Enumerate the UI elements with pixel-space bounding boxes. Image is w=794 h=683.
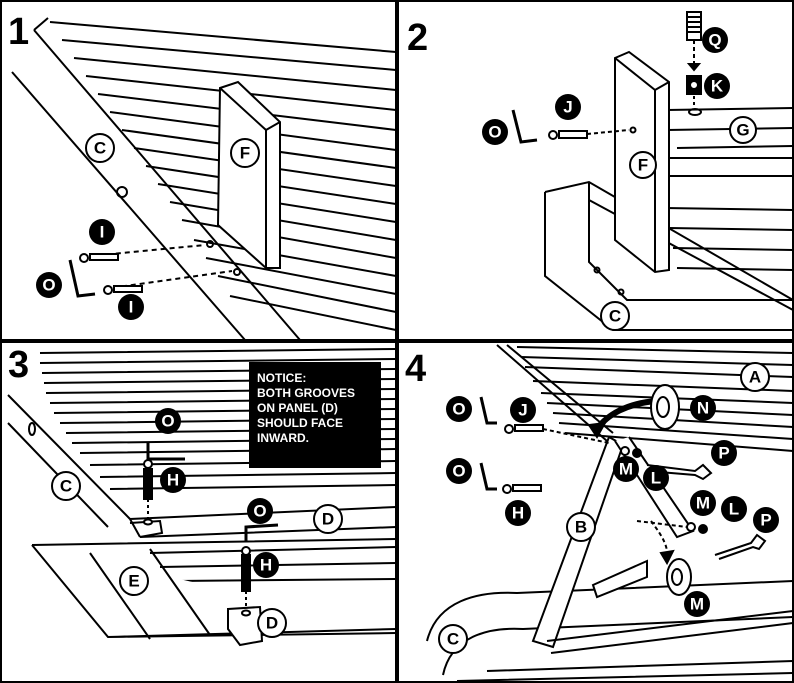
- part-label-d-top: D: [313, 504, 343, 534]
- svg-text:F: F: [240, 144, 250, 163]
- svg-text:O: O: [452, 462, 465, 481]
- part-label-tool-o-mid: O: [247, 498, 273, 524]
- svg-text:A: A: [749, 368, 761, 387]
- notice-text-line: SHOULD FACE: [257, 416, 344, 430]
- svg-text:B: B: [575, 518, 587, 537]
- svg-text:M: M: [690, 595, 704, 614]
- svg-text:N: N: [697, 399, 709, 418]
- part-label-f: F: [629, 151, 657, 179]
- svg-text:O: O: [42, 276, 55, 295]
- part-label-c: C: [438, 624, 468, 654]
- svg-text:M: M: [619, 460, 633, 479]
- step-number: 2: [407, 17, 428, 59]
- svg-text:E: E: [128, 572, 139, 591]
- svg-text:K: K: [711, 77, 724, 96]
- part-label-tool-o: O: [482, 119, 508, 145]
- part-label-tool-o-top: O: [446, 396, 472, 422]
- part-label-nut-l-mid: L: [721, 496, 747, 522]
- svg-text:C: C: [94, 139, 106, 158]
- step-number: 3: [8, 344, 29, 386]
- svg-text:G: G: [736, 121, 749, 140]
- part-label-washer-p-top: P: [711, 440, 737, 466]
- part-label-g: G: [729, 116, 757, 144]
- part-label-c: C: [85, 133, 115, 163]
- part-label-bolt-j: J: [510, 397, 536, 423]
- part-label-wheel-n: N: [690, 395, 716, 421]
- svg-text:I: I: [129, 298, 134, 317]
- notice-heading: NOTICE:: [257, 371, 307, 385]
- part-label-washer-m-top: M: [613, 456, 639, 482]
- svg-text:C: C: [60, 477, 72, 496]
- svg-text:F: F: [638, 156, 648, 175]
- part-label-tool-o-bottom: O: [446, 458, 472, 484]
- svg-text:P: P: [718, 444, 729, 463]
- part-label-d-bottom: D: [257, 608, 287, 638]
- part-label-tool-o: O: [36, 272, 62, 298]
- step-2-panel: 2 Q K J O G F C: [397, 0, 794, 341]
- part-label-a: A: [740, 362, 770, 392]
- step-number: 4: [405, 348, 426, 390]
- part-label-bolt-j: J: [555, 94, 581, 120]
- svg-text:C: C: [447, 630, 459, 649]
- part-label-bolt-h-mid: H: [253, 552, 279, 578]
- notice-text-line: INWARD.: [257, 431, 309, 445]
- notice-text-line: ON PANEL (D): [257, 401, 338, 415]
- part-label-nut-k: K: [704, 73, 730, 99]
- svg-text:J: J: [518, 401, 527, 420]
- svg-text:H: H: [167, 471, 179, 490]
- svg-text:L: L: [651, 469, 661, 488]
- notice-box: NOTICE: BOTH GROOVES ON PANEL (D) SHOULD…: [249, 362, 381, 468]
- svg-text:O: O: [452, 400, 465, 419]
- part-label-c: C: [600, 301, 630, 331]
- part-label-bolt-i-bottom: I: [118, 294, 144, 320]
- part-label-bolt-q: Q: [702, 27, 728, 53]
- svg-text:M: M: [696, 494, 710, 513]
- svg-text:H: H: [260, 556, 272, 575]
- svg-text:I: I: [100, 223, 105, 242]
- svg-text:L: L: [729, 500, 739, 519]
- svg-text:C: C: [609, 307, 621, 326]
- part-label-e: E: [119, 566, 149, 596]
- svg-text:J: J: [563, 98, 572, 117]
- step-1-panel: 1 C F I I O: [0, 0, 397, 341]
- svg-text:D: D: [266, 614, 278, 633]
- svg-text:Q: Q: [708, 31, 721, 50]
- part-label-b: B: [566, 512, 596, 542]
- svg-text:O: O: [161, 412, 174, 431]
- part-label-bolt-i-top: I: [89, 219, 115, 245]
- part-label-c: C: [51, 471, 81, 501]
- part-label-bolt-h: H: [505, 500, 531, 526]
- step-4-panel: 4 A O J N P M L O H M L P B M C: [397, 341, 794, 683]
- svg-text:D: D: [322, 510, 334, 529]
- part-label-washer-p-mid: P: [753, 507, 779, 533]
- step-number: 1: [8, 11, 29, 53]
- part-label-bolt-h-top: H: [160, 467, 186, 493]
- part-label-tool-o-top: O: [155, 408, 181, 434]
- svg-text:O: O: [253, 502, 266, 521]
- part-label-nut-l-top: L: [643, 465, 669, 491]
- part-label-f: F: [230, 138, 260, 168]
- svg-text:H: H: [512, 504, 524, 523]
- part-label-wheel-m-bottom: M: [684, 591, 710, 617]
- step-3-panel: 3 O H C O D H E D: [0, 341, 397, 683]
- notice-text-line: BOTH GROOVES: [257, 386, 356, 400]
- svg-text:O: O: [488, 123, 501, 142]
- svg-text:P: P: [760, 511, 771, 530]
- part-label-washer-m-mid: M: [690, 490, 716, 516]
